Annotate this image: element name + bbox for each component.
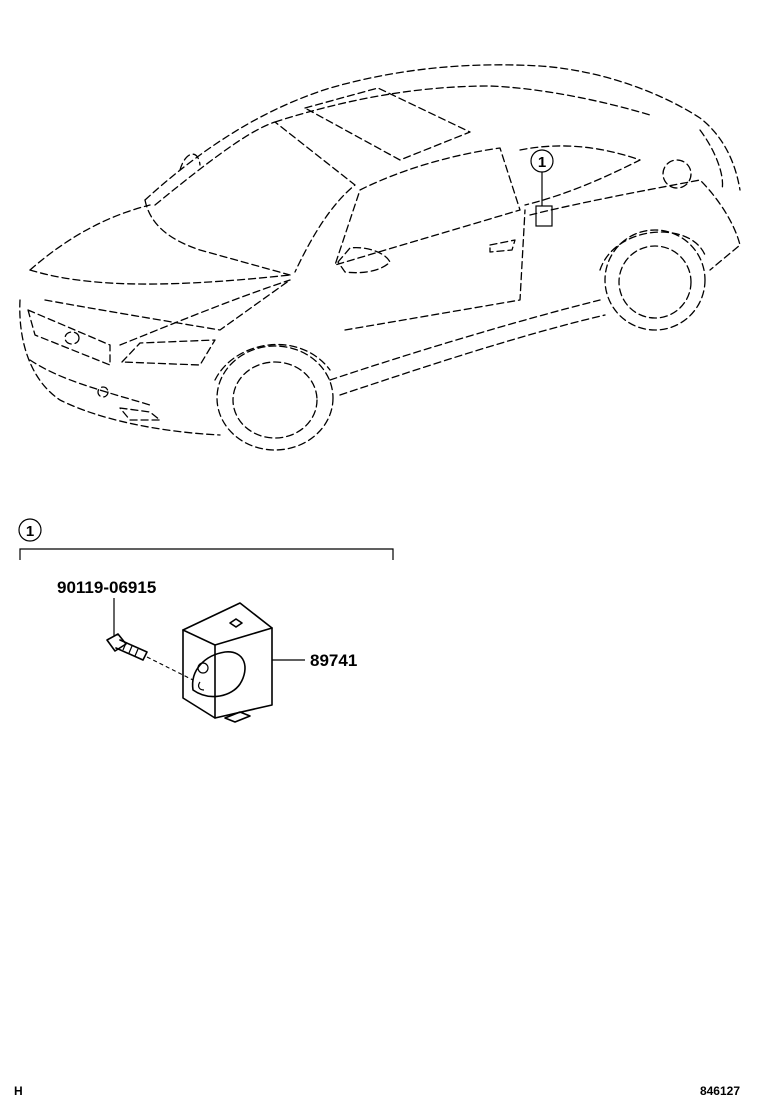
callout-number-detail: 1 — [26, 523, 34, 540]
module-location-marker — [535, 172, 553, 227]
vehicle-illustration — [19, 64, 741, 451]
callout-number-vehicle: 1 — [538, 154, 546, 171]
detail-bracket-line — [19, 548, 394, 560]
detail-callout-bubble: 1 — [18, 518, 42, 542]
bolt-illustration — [106, 633, 194, 681]
callout-bubble-vehicle: 1 — [530, 149, 554, 173]
module-unit-illustration — [182, 602, 273, 723]
part-number-module: 89741 — [310, 651, 357, 670]
footer-code-left: H — [14, 1084, 23, 1098]
part-number-bolt: 90119-06915 — [57, 578, 156, 597]
footer-code-right: 846127 — [700, 1084, 740, 1098]
